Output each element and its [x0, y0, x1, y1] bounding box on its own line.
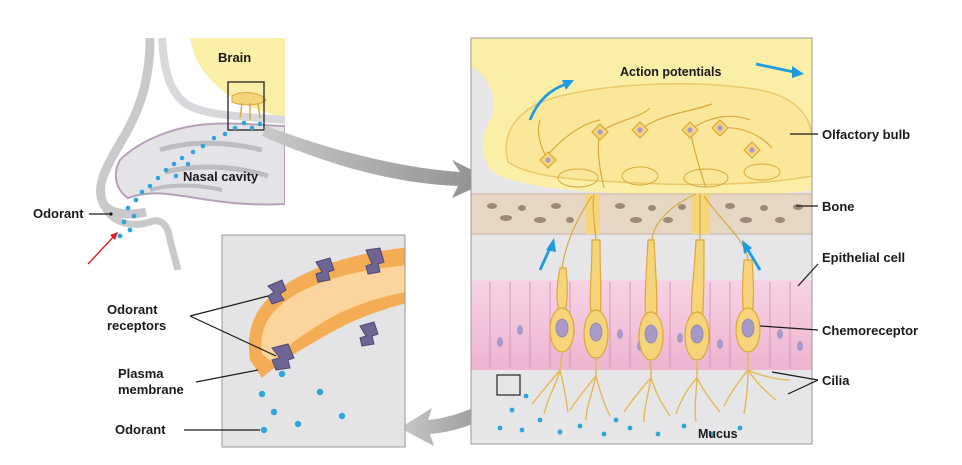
- zoom-arrow-to-bulb: [262, 126, 492, 198]
- odorant-label-top: Odorant: [33, 206, 84, 221]
- odorant-receptors: [267, 247, 385, 371]
- right-labels: Olfactory bulb Bone Epithelial cell Chem…: [759, 127, 918, 395]
- head-panel: Brain Nasal cavity: [95, 38, 285, 270]
- cilia-label: Cilia: [822, 373, 850, 388]
- chemoreceptor-neurons: [549, 193, 761, 361]
- chemoreceptor-label: Chemoreceptor: [822, 323, 918, 338]
- bone-label: Bone: [822, 199, 855, 214]
- receptor-cell-panel: [221, 234, 406, 448]
- action-potential-arrows: [528, 62, 795, 271]
- plasma-membrane-label-line2: membrane: [118, 382, 184, 397]
- mucus-label: Mucus: [698, 427, 738, 441]
- odorant-receptors-label-line1: Odorant: [107, 302, 158, 317]
- cell-odorant-dots: [258, 370, 346, 434]
- mucus-odorant-dots: [497, 393, 743, 437]
- nasal-odorant-dots: [139, 120, 263, 195]
- odorant-receptors-label-line2: receptors: [107, 318, 166, 333]
- bone-layer: [471, 193, 812, 235]
- head-outline: [96, 38, 155, 219]
- action-potentials-label: Action potentials: [620, 65, 721, 79]
- cilia: [531, 351, 791, 423]
- olfactory-epithelium-panel: Action potentials Mucus: [470, 37, 813, 445]
- plasma-membrane-label-line1: Plasma: [118, 366, 164, 381]
- airflow-pointer-arrow: [87, 233, 117, 265]
- nasal-cavity-label: Nasal cavity: [183, 169, 259, 184]
- brain-label: Brain: [218, 50, 251, 65]
- cell-labels: Odorant receptors Plasma membrane Odoran…: [107, 295, 277, 437]
- epithelial-cell-label: Epithelial cell: [822, 250, 905, 265]
- inhaled-odorant-dots: [117, 197, 139, 239]
- olfactory-bulb-label: Olfactory bulb: [822, 127, 910, 142]
- odorant-label-bottom: Odorant: [115, 422, 166, 437]
- head-callout-box: [227, 81, 265, 131]
- main-callout-box: [496, 374, 521, 396]
